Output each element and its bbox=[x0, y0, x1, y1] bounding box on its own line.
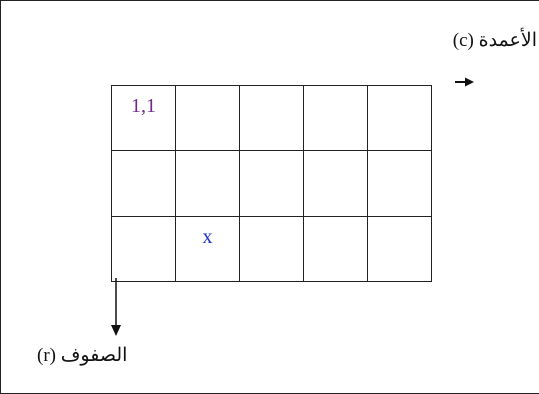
grid-cell: x bbox=[175, 215, 240, 283]
marked-cell-label: x bbox=[202, 225, 213, 248]
grid-cell bbox=[175, 150, 240, 217]
grid-cell bbox=[367, 215, 432, 283]
columns-label: الأعمدة (c) bbox=[452, 30, 537, 51]
grid-cell bbox=[367, 150, 432, 217]
grid-row: x bbox=[111, 215, 432, 283]
grid-cell: 1,1 bbox=[111, 84, 176, 152]
grid-cell bbox=[239, 84, 304, 152]
rows-label: الصفوف (r) bbox=[37, 345, 128, 366]
matrix-grid: 1,1 x bbox=[111, 84, 432, 283]
grid-row: 1,1 bbox=[111, 84, 432, 152]
grid-row bbox=[111, 150, 432, 217]
grid-cell bbox=[303, 215, 368, 283]
grid-cell bbox=[111, 215, 176, 283]
grid-cell bbox=[303, 84, 368, 152]
grid-cell bbox=[303, 150, 368, 217]
grid-cell bbox=[239, 215, 304, 283]
grid-cell bbox=[175, 84, 240, 152]
grid-cell bbox=[111, 150, 176, 217]
grid-cell bbox=[367, 84, 432, 152]
origin-cell-label: 1,1 bbox=[131, 95, 156, 117]
grid-cell bbox=[239, 150, 304, 217]
